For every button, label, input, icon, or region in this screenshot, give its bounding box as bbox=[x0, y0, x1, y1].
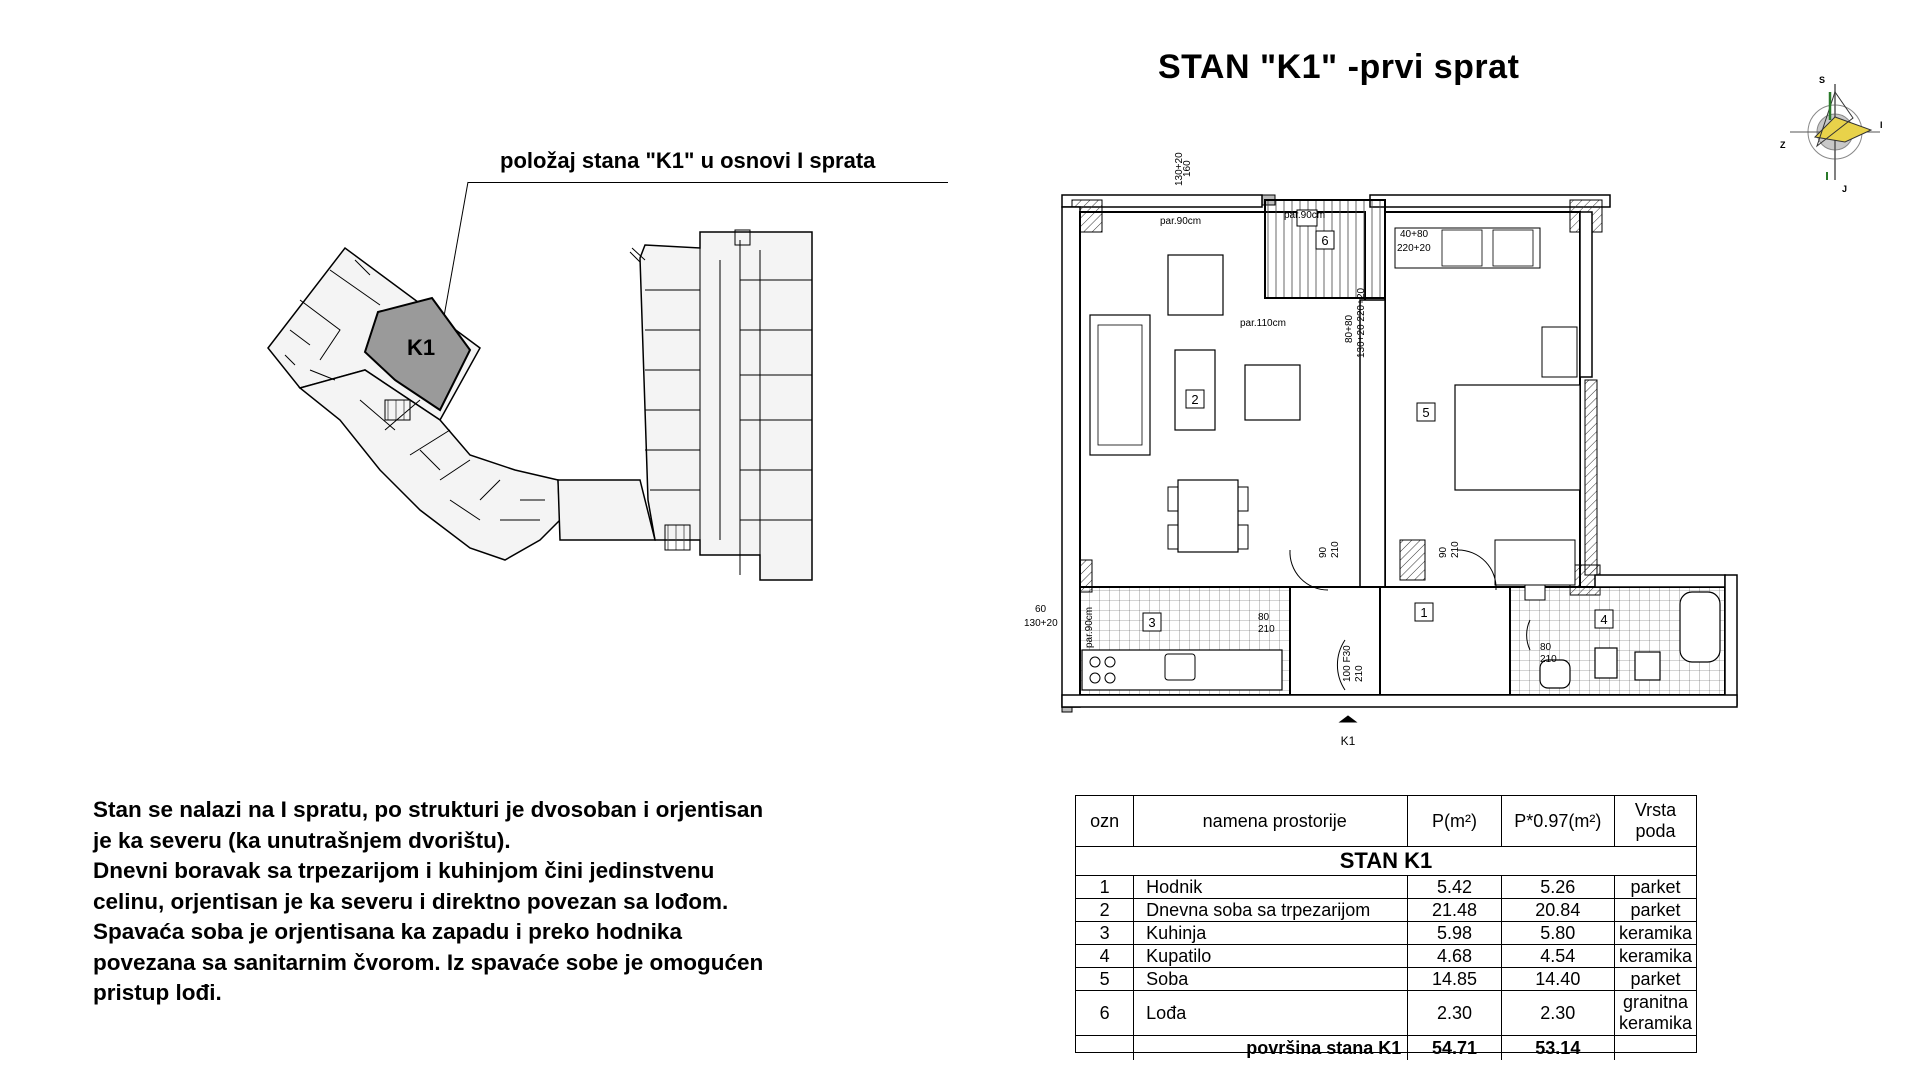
plan-room-5: 5 bbox=[1422, 405, 1429, 420]
description-line: je ka severu (ka unutrašnjem dvorištu). bbox=[93, 827, 511, 853]
table-row: 3 Kuhinja 5.98 5.80 keramika bbox=[1076, 921, 1696, 945]
floor-type-line: granitna bbox=[1622, 992, 1689, 1012]
page-title: STAN "K1" -prvi sprat bbox=[1158, 48, 1520, 86]
table-row: 1 Hodnik 5.42 5.26 parket bbox=[1076, 875, 1696, 899]
svg-text:par.90cm: par.90cm bbox=[1284, 210, 1325, 221]
svg-text:210: 210 bbox=[1354, 665, 1365, 682]
floor-type-line: keramika bbox=[1618, 1013, 1692, 1033]
plan-room-4: 4 bbox=[1600, 612, 1607, 627]
description-line: Dnevni boravak sa trpezarijom i kuhinjom… bbox=[93, 858, 715, 883]
svg-text:J: J bbox=[1842, 184, 1847, 194]
table-row: 2 Dnevna soba sa trpezarijom 21.48 20.84… bbox=[1076, 898, 1696, 922]
leader-diagonal bbox=[442, 181, 469, 323]
floor-plan bbox=[1061, 194, 1738, 723]
svg-text:Z: Z bbox=[1780, 140, 1786, 150]
compass-rose bbox=[1790, 84, 1880, 180]
svg-text:par.110cm: par.110cm bbox=[1240, 318, 1286, 329]
svg-text:210: 210 bbox=[1330, 541, 1341, 558]
key-plan-caption: položaj stana "K1" u osnovi I sprata bbox=[500, 148, 876, 173]
svg-text:90: 90 bbox=[1318, 546, 1329, 558]
room-labels: 1 2 3 4 5 6 bbox=[1142, 230, 1614, 632]
description-line: Stan se nalazi na I spratu, po strukturi… bbox=[93, 797, 764, 822]
svg-text:210: 210 bbox=[1540, 654, 1557, 665]
leader-line bbox=[468, 182, 948, 183]
table-header: ozn namena prostorije P(m²) P*0.97(m²) V… bbox=[1076, 796, 1696, 847]
svg-text:par.90cm: par.90cm bbox=[1084, 607, 1095, 648]
svg-text:par.90cm: par.90cm bbox=[1160, 216, 1201, 227]
svg-text:210: 210 bbox=[1450, 541, 1461, 558]
svg-text:130+20 220+20: 130+20 220+20 bbox=[1356, 287, 1367, 358]
dimension-labels: 160 130+20 par.90cm par.90cm par.110cm 4… bbox=[1024, 152, 1557, 682]
key-plan bbox=[267, 229, 813, 581]
entrance-label: K1 bbox=[1341, 734, 1356, 748]
svg-text:90: 90 bbox=[1438, 546, 1449, 558]
svg-text:100 F30: 100 F30 bbox=[1342, 645, 1353, 682]
description: Stan se nalazi na I spratu, po strukturi… bbox=[93, 795, 853, 1009]
svg-text:80+80: 80+80 bbox=[1344, 314, 1355, 343]
description-line: celinu, orjentisan je ka severu i direkt… bbox=[93, 888, 729, 914]
svg-text:130+20: 130+20 bbox=[1174, 152, 1185, 186]
svg-text:I: I bbox=[1880, 120, 1883, 130]
svg-text:80: 80 bbox=[1258, 612, 1270, 623]
table-row: 4 Kupatilo 4.68 4.54 keramika bbox=[1076, 944, 1696, 968]
key-plan-k1-label: K1 bbox=[407, 335, 435, 360]
table-row: 5 Soba 14.85 14.40 parket bbox=[1076, 967, 1696, 991]
apartment-row: STAN K1 bbox=[1076, 846, 1696, 876]
svg-text:80: 80 bbox=[1540, 642, 1552, 653]
total-row: površina stana K1 54.71 53.14 bbox=[1076, 1035, 1696, 1060]
plan-room-2: 2 bbox=[1191, 392, 1198, 407]
plan-room-6: 6 bbox=[1321, 233, 1328, 248]
svg-text:220+20: 220+20 bbox=[1397, 243, 1431, 254]
svg-text:210: 210 bbox=[1258, 624, 1275, 635]
room-table: ozn namena prostorije P(m²) P*0.97(m²) V… bbox=[1075, 795, 1697, 1060]
svg-text:130+20: 130+20 bbox=[1024, 618, 1058, 629]
description-line: pristup lođi. bbox=[93, 980, 222, 1005]
plan-room-1: 1 bbox=[1420, 605, 1427, 620]
svg-text:40+80: 40+80 bbox=[1400, 229, 1429, 240]
description-line: povezana sa sanitarnim čvorom. Iz spavać… bbox=[93, 949, 764, 975]
table-row: 6 Lođa 2.30 2.30 granitna keramika bbox=[1076, 990, 1696, 1036]
svg-text:60: 60 bbox=[1035, 604, 1047, 615]
description-line: Spavaća soba je orjentisana ka zapadu i … bbox=[93, 919, 682, 944]
svg-text:160: 160 bbox=[1182, 160, 1193, 177]
plan-room-3: 3 bbox=[1148, 615, 1155, 630]
svg-text:S: S bbox=[1819, 75, 1825, 85]
